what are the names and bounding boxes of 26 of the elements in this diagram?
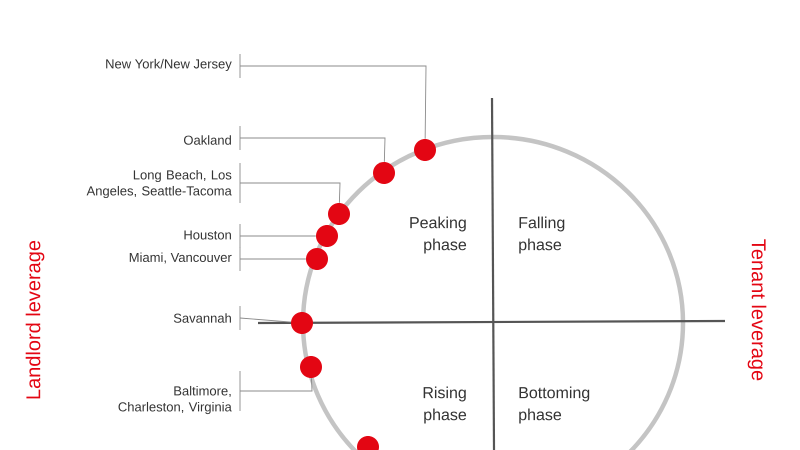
phase-label: Falling phase: [519, 216, 564, 254]
port-dot: [306, 248, 328, 270]
axis-title: Landlord leverage: [26, 240, 44, 398]
leader-line: [240, 378, 312, 392]
leader-line: [240, 66, 426, 140]
leader-line: [240, 138, 386, 162]
phase-label: Rising phase: [424, 386, 466, 424]
phase-label: Peaking phase: [410, 216, 466, 254]
leader-line: [240, 182, 340, 204]
leader-line: [240, 258, 306, 260]
place-label: Oakland: [184, 135, 231, 145]
port-dot: [300, 356, 322, 378]
place-label: Miami, Vancouver: [130, 252, 232, 264]
port-dot: [414, 139, 436, 161]
axis-title: Tenant leverage: [748, 239, 766, 380]
port-dot: [328, 203, 350, 225]
place-label: Savannah: [174, 313, 231, 323]
port-dot: [291, 312, 313, 334]
leader-line: [240, 318, 292, 323]
place-label: Baltimore, Charleston, Virginia: [118, 386, 232, 414]
place-label: Houston: [184, 230, 231, 240]
place-label: New York/New Jersey: [106, 58, 232, 72]
port-dot: [373, 162, 395, 184]
place-label: Long Beach, Los Angeles, Seattle-Tacoma: [86, 170, 232, 198]
phase-label: Bottoming phase: [519, 386, 590, 424]
port-dot: [316, 225, 338, 247]
